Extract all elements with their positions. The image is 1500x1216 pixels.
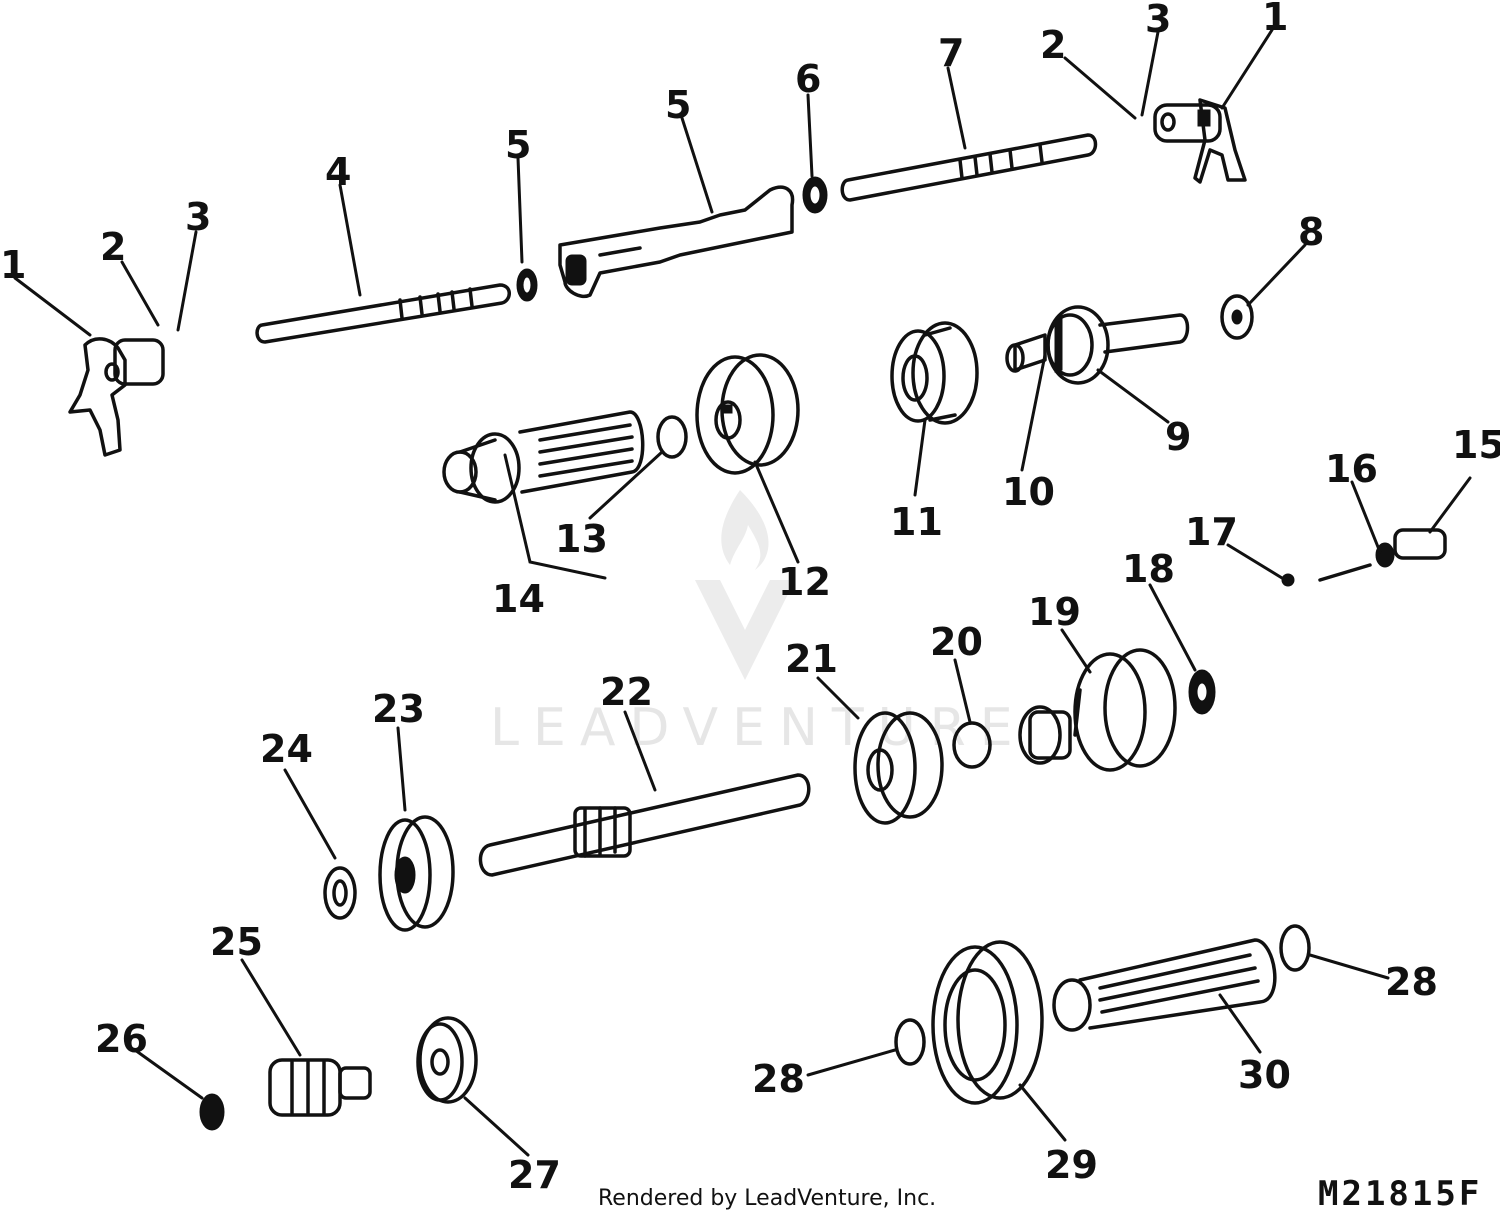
callout-15: 15 — [1452, 423, 1500, 467]
gear-21 — [853, 711, 944, 825]
callout-2-right: 2 — [1040, 23, 1066, 67]
callout-30: 30 — [1238, 1053, 1291, 1097]
shift-fork-right — [1153, 98, 1247, 184]
callout-6: 5 — [665, 83, 691, 127]
washer-28-right — [1279, 924, 1311, 972]
gear-11 — [890, 321, 979, 425]
callout-2-left: 2 — [100, 225, 126, 269]
interlock-bracket — [558, 185, 795, 298]
callout-28-right: 28 — [1385, 960, 1438, 1004]
pinion-25 — [268, 1058, 372, 1117]
callout-5-left: 5 — [505, 123, 531, 167]
shift-rail-left — [255, 283, 511, 344]
callout-3-left: 3 — [185, 195, 211, 239]
nut-26 — [199, 1093, 225, 1131]
callout-1-right: 1 — [1262, 0, 1288, 39]
callout-14: 14 — [492, 577, 545, 621]
callout-29: 29 — [1045, 1143, 1098, 1187]
callout-16: 16 — [1325, 447, 1378, 491]
callout-12: 12 — [778, 560, 831, 604]
callout-13: 13 — [555, 517, 608, 561]
gear-23 — [378, 815, 455, 932]
callout-5-right: 6 — [795, 57, 821, 101]
callout-26: 26 — [95, 1017, 148, 1061]
shift-fork-left — [68, 337, 165, 457]
figure-id: M21815F — [1318, 1174, 1482, 1214]
watermark: LEADVENTURE — [490, 490, 1027, 758]
shift-rail-right — [840, 133, 1098, 202]
callout-17: 17 — [1185, 510, 1238, 554]
detent-pin — [1281, 528, 1447, 587]
watermark-flame-icon — [721, 490, 769, 570]
callout-20: 20 — [930, 620, 983, 664]
washer-18-hole — [1196, 682, 1208, 702]
bushing-20 — [952, 721, 992, 769]
leader-lines — [13, 28, 1472, 1157]
washer-24 — [323, 866, 357, 920]
washer-24-hole — [332, 879, 348, 907]
watermark-text: LEADVENTURE — [490, 698, 1027, 758]
cluster-gear-19 — [1018, 648, 1177, 772]
render-credit: Rendered by LeadVenture, Inc. — [598, 1186, 936, 1211]
callout-11: 11 — [890, 500, 943, 544]
callout-3-right: 3 — [1145, 0, 1171, 41]
callout-18: 18 — [1122, 547, 1175, 591]
washer-28-left — [894, 1018, 926, 1066]
callout-10: 10 — [1002, 470, 1055, 514]
callout-1-left: 1 — [0, 243, 26, 287]
callout-27: 27 — [508, 1153, 561, 1197]
splined-shaft-14 — [442, 410, 645, 504]
watermark-logo — [695, 580, 795, 680]
washer-8 — [1220, 294, 1254, 340]
callout-7: 7 — [938, 31, 964, 75]
countershaft-22 — [478, 773, 811, 877]
callout-4: 4 — [325, 150, 351, 194]
callout-9: 9 — [1165, 415, 1191, 459]
callout-25: 25 — [210, 920, 263, 964]
washer-5-left-hole — [522, 276, 532, 294]
splined-shaft-30 — [1052, 938, 1277, 1032]
washer-5-right-hole — [809, 185, 821, 205]
gear-29 — [931, 940, 1044, 1105]
callout-19: 19 — [1028, 590, 1081, 634]
washer-13 — [656, 415, 688, 459]
callout-28-left: 28 — [752, 1057, 805, 1101]
callout-8: 8 — [1298, 210, 1324, 254]
callout-24: 24 — [260, 727, 313, 771]
washer-8-hole — [1231, 309, 1243, 325]
callout-21: 21 — [785, 637, 838, 681]
callout-22: 22 — [600, 670, 653, 714]
gear-12 — [695, 353, 800, 475]
callout-23: 23 — [372, 687, 425, 731]
gear-27 — [416, 1016, 478, 1104]
cluster-gear-shaft — [1005, 305, 1190, 385]
